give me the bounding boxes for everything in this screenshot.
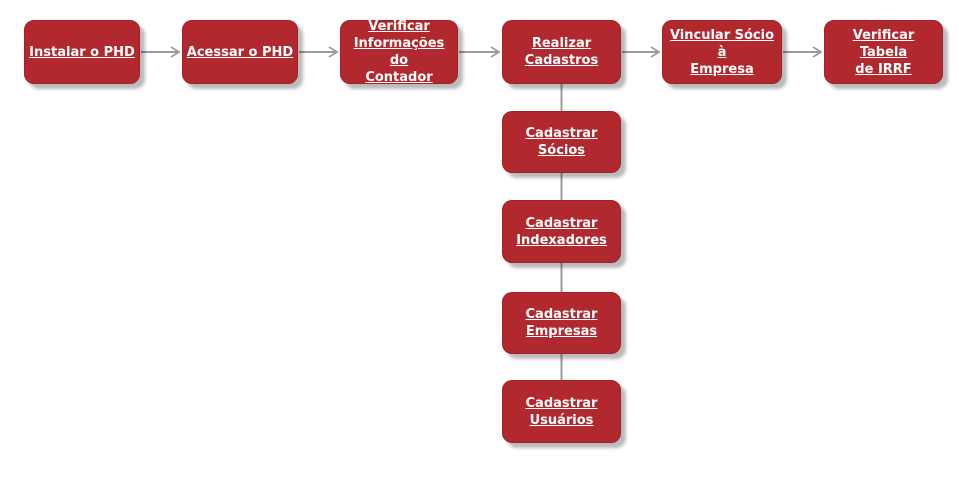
flow-node-label: Verificar Informações do Contador	[353, 19, 445, 85]
flow-node-acessar-o-phd[interactable]: Acessar o PHD	[182, 20, 298, 84]
flow-node-label: Cadastrar Usuários	[525, 395, 598, 428]
flow-node-label: Acessar o PHD	[186, 44, 294, 60]
flow-node-label: Vincular Sócio à Empresa	[669, 27, 775, 77]
flow-node-vincular-socio-a-empresa[interactable]: Vincular Sócio à Empresa	[662, 20, 782, 84]
flow-node-instalar-o-phd[interactable]: Instalar o PHD	[24, 20, 140, 84]
flow-node-label: Instalar o PHD	[29, 44, 135, 60]
flow-node-cadastrar-socios[interactable]: Cadastrar Sócios	[502, 111, 621, 173]
flow-node-cadastrar-empresas[interactable]: Cadastrar Empresas	[502, 292, 621, 354]
flow-node-cadastrar-usuarios[interactable]: Cadastrar Usuários	[502, 380, 621, 443]
flow-node-label: Cadastrar Empresas	[525, 307, 598, 339]
flow-node-label: Cadastrar Indexadores	[516, 215, 607, 248]
flow-node-realizar-cadastros[interactable]: Realizar Cadastros	[502, 20, 621, 84]
flow-node-label: Verificar Tabela de IRRF	[852, 27, 915, 77]
flow-node-label: Realizar Cadastros	[524, 36, 599, 68]
flow-node-label: Cadastrar Sócios	[525, 126, 598, 158]
flow-node-verificar-informacoes-do-contador[interactable]: Verificar Informações do Contador	[340, 19, 458, 85]
flow-node-verificar-tabela-de-irrf[interactable]: Verificar Tabela de IRRF	[824, 20, 943, 84]
flow-node-cadastrar-indexadores[interactable]: Cadastrar Indexadores	[502, 200, 621, 263]
